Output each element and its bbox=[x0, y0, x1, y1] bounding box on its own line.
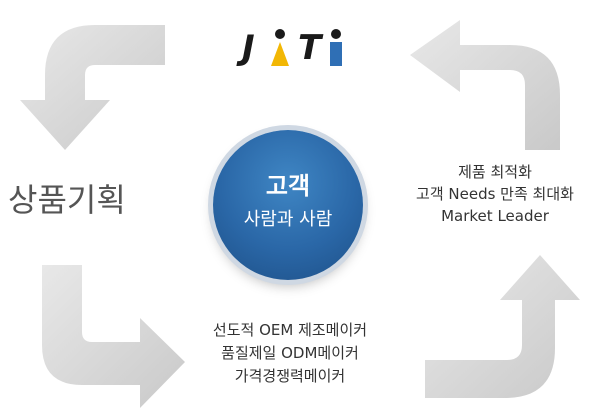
right-line-2: 고객 Needs 만족 최대화 bbox=[416, 185, 574, 203]
right-text-block: 제품 최적화 고객 Needs 만족 최대화 Market Leader bbox=[395, 161, 595, 227]
logo-letter-t: T bbox=[298, 28, 322, 68]
right-line-1: 제품 최적화 bbox=[458, 163, 532, 181]
right-line-3: Market Leader bbox=[441, 207, 549, 225]
bottom-left-arrow bbox=[42, 265, 185, 408]
center-title: 고객 bbox=[265, 172, 311, 200]
bottom-text-block: 선도적 OEM 제조메이커 품질제일 ODM메이커 가격경쟁력메이커 bbox=[185, 319, 395, 388]
center-subtitle: 사람과 사람 bbox=[243, 209, 333, 230]
logo-letter-j: J bbox=[242, 28, 255, 68]
logo-person-yellow-icon bbox=[271, 29, 289, 66]
logo-person-blue-icon bbox=[330, 29, 342, 66]
bottom-line-3: 가격경쟁력메이커 bbox=[234, 367, 346, 385]
bottom-right-arrow bbox=[425, 255, 580, 398]
top-left-arrow bbox=[20, 25, 165, 150]
bottom-line-1: 선도적 OEM 제조메이커 bbox=[212, 321, 368, 339]
bottom-line-2: 품질제일 ODM메이커 bbox=[221, 344, 359, 362]
top-right-arrow bbox=[410, 20, 560, 150]
product-planning-label: 상품기획 bbox=[8, 181, 126, 219]
jiti-logo: J T bbox=[240, 22, 350, 68]
customer-circle: 고객 사람과 사람 bbox=[213, 130, 363, 280]
